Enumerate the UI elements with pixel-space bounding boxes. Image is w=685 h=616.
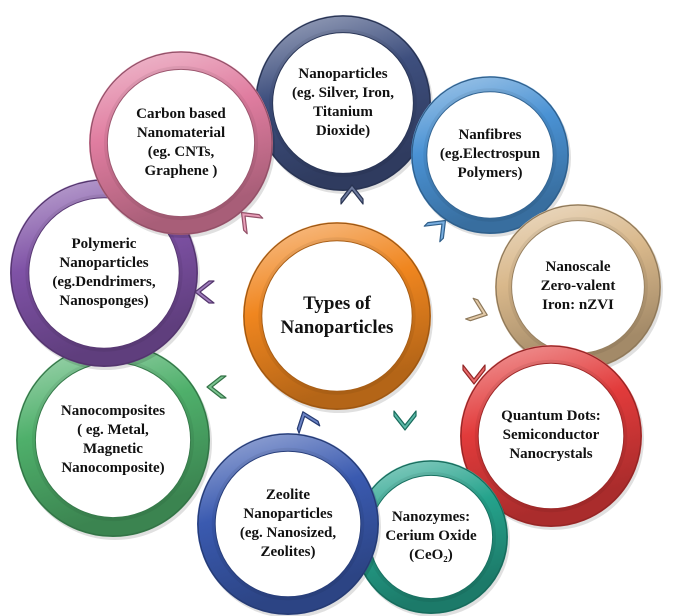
node-label-line: Nanozymes: bbox=[391, 509, 471, 526]
node-label-line: Nanocrystals bbox=[509, 446, 593, 463]
node-ring-9 bbox=[88, 50, 274, 236]
node-label-line: Polymeric bbox=[71, 235, 137, 252]
node-label-line: Zero-valent bbox=[540, 278, 616, 295]
center-label-line: Nanoparticles bbox=[280, 316, 394, 338]
node-label-line: Cerium Oxide bbox=[385, 528, 477, 545]
node-label-line: (eg. CNTs, bbox=[147, 143, 215, 160]
node-label-line: Nanoparticles bbox=[59, 254, 149, 271]
node-label-line: Semiconductor bbox=[502, 427, 600, 444]
node-label-line: (eg. Nanosized, bbox=[239, 524, 337, 541]
node-label-line: Titanium bbox=[313, 103, 373, 120]
node-label-line: Nanosponges) bbox=[59, 292, 149, 309]
node-ring-6 bbox=[197, 433, 380, 616]
node-label-line: Zeolites) bbox=[260, 543, 316, 560]
center-label-line: Types of bbox=[303, 292, 371, 314]
chevron-arrow-icon bbox=[462, 364, 486, 385]
node-label-line: (eg.Dendrimers, bbox=[52, 273, 156, 290]
node-label-line: Nanoparticles bbox=[298, 65, 388, 82]
node-label-5: Nanozymes: Cerium Oxide (CeO₂) bbox=[369, 475, 492, 598]
center-ring bbox=[242, 221, 431, 410]
node-label-line: Zeolite bbox=[265, 486, 311, 503]
node-ring-2 bbox=[410, 76, 569, 234]
node-label-line: Dioxide) bbox=[315, 122, 371, 139]
chevron-arrow-icon bbox=[423, 219, 447, 243]
node-label-line: Iron: nZVI bbox=[542, 297, 614, 314]
chevron-arrow-icon bbox=[194, 280, 215, 304]
node-label-line: Quantum Dots: bbox=[501, 408, 601, 425]
chevron-arrow-icon bbox=[340, 184, 364, 205]
node-label-line: Nanomaterial bbox=[136, 124, 226, 141]
node-label-line: Nanoparticles bbox=[243, 505, 333, 522]
node-label-line: (eg. Silver, Iron, bbox=[291, 84, 395, 101]
node-label-line: Carbon based bbox=[136, 105, 226, 122]
node-label-line: Nanoscale bbox=[545, 259, 611, 276]
node-label-line: Nanocomposites bbox=[60, 402, 166, 419]
node-label-line: Nanfibres bbox=[458, 127, 522, 144]
chevron-arrow-icon bbox=[393, 410, 417, 431]
chevron-arrow-icon bbox=[206, 375, 227, 399]
node-label-line: (CeO₂) bbox=[409, 547, 453, 564]
chevron-arrow-icon bbox=[240, 211, 264, 235]
chevron-arrow-icon bbox=[296, 411, 321, 434]
node-label-line: ( eg. Metal, bbox=[77, 421, 149, 438]
node-label-line: Magnetic bbox=[82, 440, 143, 457]
node-label-line: Nanocomposite) bbox=[61, 459, 165, 476]
node-ring-4 bbox=[460, 345, 643, 528]
node-label-line: Graphene ) bbox=[144, 162, 218, 179]
chevron-arrow-icon bbox=[465, 297, 488, 322]
node-label-line: Polymers) bbox=[457, 165, 523, 182]
node-label-line: (eg.Electrospun bbox=[439, 146, 541, 163]
